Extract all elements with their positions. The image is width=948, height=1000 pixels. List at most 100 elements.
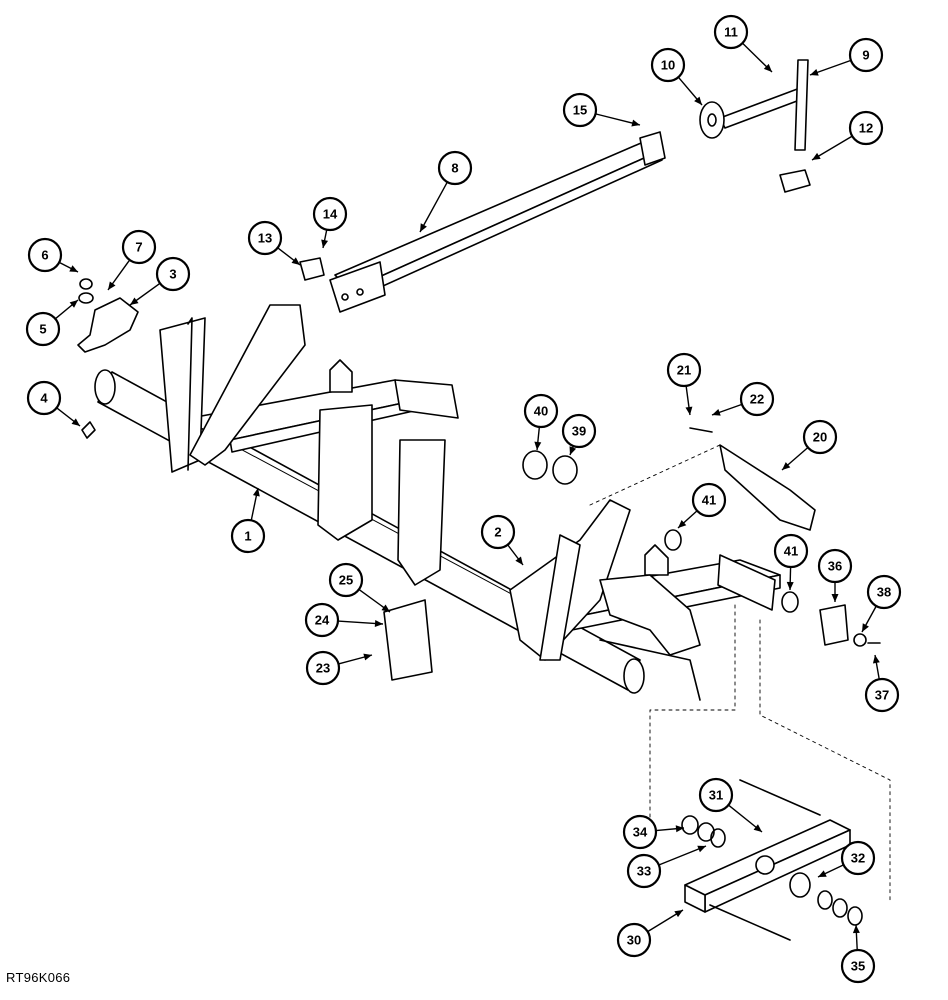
- callout-arrowhead: [71, 418, 80, 426]
- callout-number: 15: [573, 103, 587, 118]
- callout-arrowhead: [685, 406, 693, 415]
- callout-circle: [26, 380, 62, 416]
- callout-circle: [523, 393, 559, 429]
- callout-number: 9: [862, 48, 869, 63]
- callout-number: 30: [627, 933, 641, 948]
- callout-number: 38: [877, 585, 891, 600]
- callout-circle: [305, 650, 341, 686]
- mounting-plates: [159, 304, 631, 661]
- callout-arrowhead: [69, 265, 78, 272]
- callout-arrowhead: [674, 910, 683, 918]
- callout-arrowhead: [515, 556, 523, 565]
- callout-circle: [802, 419, 838, 455]
- callout-arrowhead: [831, 594, 839, 602]
- callout-arrowhead: [252, 488, 260, 497]
- callout-leader-line: [658, 845, 707, 866]
- callout-arrowhead: [712, 409, 721, 416]
- callout-6: 6: [27, 237, 79, 273]
- callout-number: 12: [859, 121, 873, 136]
- callout-circle: [773, 533, 809, 569]
- hitch-bracket: [599, 574, 701, 701]
- callout-arrowhead: [753, 824, 762, 832]
- callout-circle: [247, 220, 283, 256]
- callout-13: 13: [247, 220, 301, 266]
- axle-bracket-detail: [681, 779, 863, 941]
- callout-22: 22: [711, 381, 775, 417]
- callout-circle: [713, 14, 749, 50]
- callout-arrowhead: [631, 119, 640, 127]
- callout-leader-line: [419, 181, 448, 233]
- callout-circle: [626, 853, 662, 889]
- callout-arrowhead: [108, 281, 116, 290]
- callout-number: 13: [258, 231, 272, 246]
- callout-circle: [848, 37, 884, 73]
- callout-circle: [561, 413, 597, 449]
- callout-36: 36: [817, 548, 853, 602]
- callout-circle: [848, 110, 884, 146]
- callout-arrowhead: [812, 152, 821, 160]
- callout-number: 11: [724, 25, 738, 40]
- callout-circle: [121, 229, 157, 265]
- callout-11: 11: [713, 14, 773, 73]
- callout-4: 4: [26, 380, 81, 427]
- callout-number: 39: [572, 424, 586, 439]
- callout-circle: [691, 482, 727, 518]
- callout-number: 36: [828, 559, 842, 574]
- small-parts: [299, 257, 881, 681]
- callout-arrowhead: [534, 441, 542, 450]
- callout-arrowhead: [694, 96, 702, 105]
- callout-circle: [698, 777, 734, 813]
- callout-8: 8: [419, 150, 473, 233]
- callout-21: 21: [666, 352, 702, 416]
- callout-circle: [437, 150, 473, 186]
- callout-circle: [666, 352, 702, 388]
- callout-arrowhead: [782, 462, 791, 470]
- callout-arrowhead: [321, 239, 329, 248]
- callout-number: 41: [702, 493, 716, 508]
- callout-arrowhead: [291, 257, 300, 265]
- callout-circle: [155, 256, 191, 292]
- callout-37: 37: [864, 654, 900, 713]
- callout-circle: [622, 814, 658, 850]
- callout-number: 10: [661, 58, 675, 73]
- guide-lines: [589, 444, 891, 901]
- callout-40: 40: [523, 393, 559, 451]
- callout-circle: [817, 548, 853, 584]
- callout-circle: [866, 574, 902, 610]
- callout-12: 12: [811, 110, 884, 161]
- callout-number: 20: [813, 430, 827, 445]
- callout-circle: [562, 92, 598, 128]
- callout-41: 41: [773, 533, 809, 591]
- callout-arrowhead: [852, 925, 860, 934]
- callout-arrowhead: [862, 623, 869, 632]
- callout-number: 34: [633, 825, 648, 840]
- callout-number: 24: [315, 613, 330, 628]
- callout-24: 24: [304, 602, 384, 638]
- callout-circle: [230, 518, 266, 554]
- reference-code: RT96K066: [6, 970, 71, 985]
- callout-arrowhead: [675, 825, 684, 833]
- callout-circle: [739, 381, 775, 417]
- callout-32: 32: [817, 840, 876, 878]
- callout-arrowhead: [381, 604, 390, 612]
- callout-number: 31: [709, 788, 723, 803]
- callout-circle: [864, 677, 900, 713]
- callout-number: 22: [750, 392, 764, 407]
- callout-number: 35: [851, 959, 865, 974]
- callout-arrowhead: [786, 581, 794, 590]
- callout-number: 14: [323, 207, 338, 222]
- callout-15: 15: [562, 92, 641, 128]
- callout-arrowhead: [810, 69, 819, 76]
- callout-number: 25: [339, 573, 353, 588]
- callout-41: 41: [677, 482, 727, 529]
- callout-number: 4: [40, 391, 48, 406]
- callout-number: 41: [784, 544, 798, 559]
- callout-31: 31: [698, 777, 763, 833]
- callout-20: 20: [781, 419, 838, 471]
- callout-arrowhead: [763, 63, 772, 72]
- callout-25: 25: [328, 562, 391, 613]
- callout-number: 40: [534, 404, 548, 419]
- callout-2: 2: [480, 514, 524, 566]
